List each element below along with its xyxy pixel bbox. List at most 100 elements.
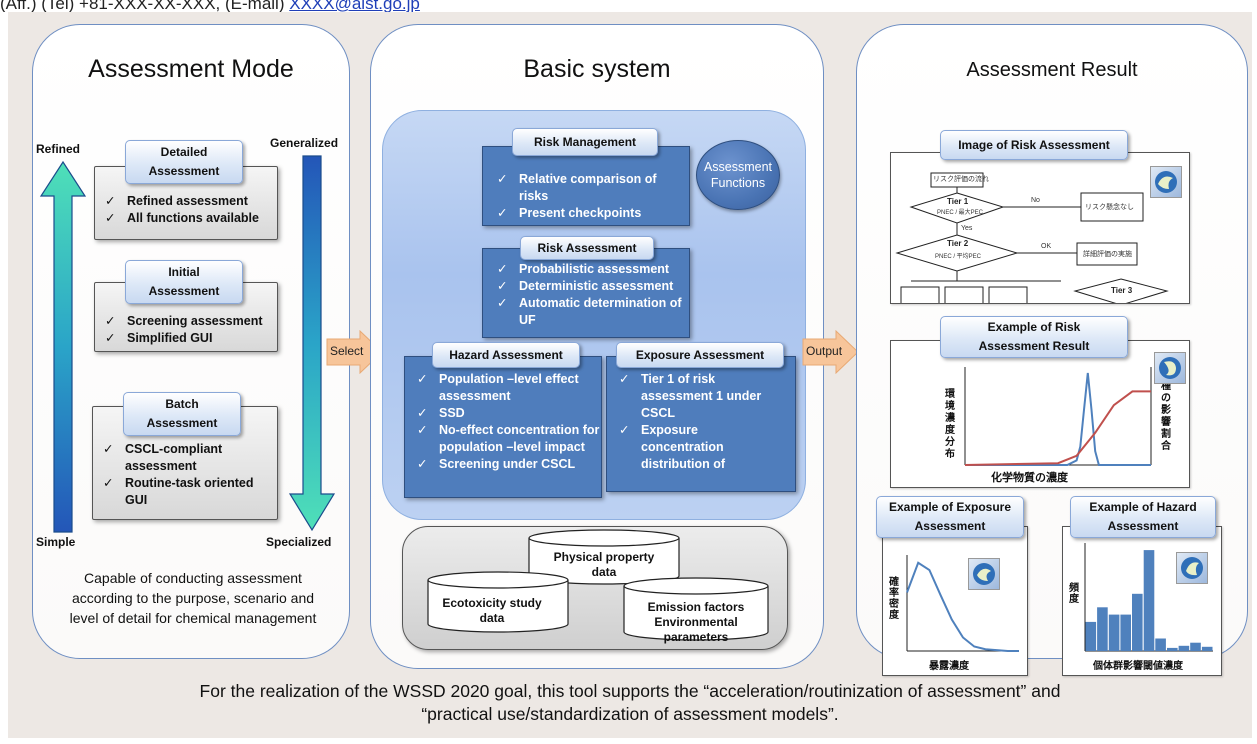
exposure-chart-series-line	[906, 561, 1019, 652]
hazard-chart-bar	[1201, 646, 1213, 651]
risk-assessment-header: Risk Assessment	[520, 236, 654, 260]
exposure-example-header: Example of Exposure Assessment	[876, 496, 1024, 538]
risk-assessment-box: Probabilistic assessment Deterministic a…	[482, 248, 690, 338]
exposure-chart	[906, 555, 1019, 652]
hazard-chart-bar	[1155, 638, 1166, 651]
exposure-chart-box: 暴露濃度 確率密度	[882, 526, 1028, 676]
hazard-chart-xlabel: 個体群影響閾値濃度	[1093, 661, 1183, 672]
risk-chart-series-line	[965, 372, 1151, 466]
image-of-risk-assessment-header: Image of Risk Assessment	[940, 130, 1128, 160]
detailed-assessment-items: Refined assessment All functions availab…	[105, 193, 259, 227]
top-contact-line: (Aff.) (Tel) +81-XXX-XX-XXX, (E-mail) XX…	[0, 0, 1257, 12]
risk-chart-series-line	[964, 390, 1151, 466]
panel-title: Basic system	[523, 55, 671, 83]
assessment-mode-caption: Capable of conducting assessment accordi…	[69, 570, 317, 626]
flow-tier1-sub: PNEC / 最大PEC	[937, 210, 984, 216]
output-arrow-label: Output	[806, 344, 843, 358]
check-item: All functions available	[105, 210, 259, 227]
hazard-chart-bar	[1108, 614, 1120, 651]
panel-title: Assessment Result	[966, 59, 1138, 81]
initial-assessment-items: Screening assessment Simplified GUI	[105, 313, 263, 347]
flow-tier2-sub: PNEC / 平均PEC	[935, 254, 982, 260]
hazard-chart-bar	[1132, 593, 1143, 651]
assessment-functions-label: Assessment Functions	[703, 160, 773, 190]
check-item: Automatic determination of UF	[497, 295, 687, 329]
hazard-example-header: Example of Hazard Assessment	[1070, 496, 1216, 538]
check-item: Present checkpoints	[497, 205, 687, 222]
refined-label: Refined	[36, 142, 81, 156]
risk-result-chart	[964, 367, 1152, 466]
hazard-assessment-box: Population –level effect assessment SSD …	[404, 356, 602, 498]
exposure-chart-xlabel: 暴露濃度	[929, 661, 969, 672]
tool-logo-icon	[1154, 352, 1186, 384]
bottom-caption-line1: For the realization of the WSSD 2020 goa…	[199, 681, 1061, 701]
refined-up-arrow	[39, 160, 87, 533]
hazard-chart-bar	[1178, 645, 1190, 651]
detailed-assessment-header: Detailed Assessment	[125, 140, 243, 184]
risk-assessment-items: Probabilistic assessment Deterministic a…	[497, 261, 687, 329]
risk-management-header: Risk Management	[512, 128, 658, 156]
hazard-chart-bar	[1167, 647, 1178, 651]
flow-ok-label: OK	[1041, 243, 1052, 250]
risk-assessment-flow-image: リスク評価の流れ Tier 1 PNEC / 最大PEC No リスク懸念なし …	[890, 152, 1190, 304]
hazard-chart	[1084, 543, 1213, 652]
generalized-label: Generalized	[270, 136, 339, 150]
flow-box-right: リスク懸念なし	[1085, 204, 1134, 211]
hazard-chart-bar	[1097, 607, 1108, 651]
check-item: Relative comparison of risks	[497, 171, 687, 205]
simple-label: Simple	[36, 535, 76, 549]
risk-management-box: Relative comparison of risks Present che…	[482, 146, 690, 226]
risk-flow-diagram	[895, 172, 1169, 303]
flow-box-mid: 詳細評価の実施	[1083, 251, 1132, 258]
check-item: Tier 1 of risk assessment 1 under CSCL	[619, 371, 769, 422]
check-item: Screening under CSCL	[417, 456, 601, 473]
physical-property-data: Physical property data	[553, 550, 655, 579]
flow-start-label: リスク評価の流れ	[933, 176, 989, 183]
check-item: Population –level effect assessment	[417, 371, 601, 405]
flow-tier3-label: Tier 3	[1111, 286, 1133, 295]
tool-logo-icon	[1150, 166, 1182, 198]
ecotoxicity-study-data: Ecotoxicity study data	[442, 596, 542, 625]
hazard-chart-bar	[1120, 614, 1131, 651]
exposure-assessment-box: Tier 1 of risk assessment 1 under CSCL E…	[606, 356, 796, 492]
select-arrow-label: Select	[330, 344, 364, 358]
check-item: CSCL-compliant assessment	[103, 441, 275, 475]
hazard-chart-bar	[1190, 642, 1201, 651]
hazard-chart-bar	[1085, 621, 1097, 651]
assessment-functions-badge: Assessment Functions	[696, 140, 780, 210]
database-cylinders	[427, 529, 769, 641]
risk-result-chart-box: 化学物質の濃度 環境濃度分布 種の影響割合	[890, 340, 1190, 488]
hazard-assessment-header: Hazard Assessment	[432, 342, 580, 368]
batch-assessment-items: CSCL-compliant assessment Routine-task o…	[103, 441, 275, 509]
flow-yes-label: Yes	[961, 225, 973, 232]
check-item: Deterministic assessment	[497, 278, 687, 295]
output-arrow-shape	[802, 330, 859, 374]
example-risk-result-header: Example of Risk Assessment Result	[940, 316, 1128, 358]
check-item: Exposure concentration distribution of	[619, 422, 769, 473]
bottom-caption-line2: “practical use/standardization of assess…	[421, 704, 839, 724]
check-item: Probabilistic assessment	[497, 261, 687, 278]
risk-chart-xlabel: 化学物質の濃度	[991, 472, 1068, 484]
check-item: Routine-task oriented GUI	[103, 475, 275, 509]
flow-tier2-label: Tier 2	[947, 239, 969, 248]
exposure-assessment-items: Tier 1 of risk assessment 1 under CSCL E…	[619, 371, 769, 473]
tool-logo-icon	[968, 558, 1000, 590]
panel-title: Assessment Mode	[88, 55, 294, 83]
exposure-chart-ylabel: 確率密度	[889, 577, 899, 621]
risk-chart-ylabel-left: 環境濃度分布	[945, 389, 955, 460]
flow-tier1-label: Tier 1	[947, 197, 969, 206]
tool-logo-icon	[1176, 552, 1208, 584]
contact-text: (Aff.) (Tel) +81-XXX-XX-XXX, (E-mail)	[0, 0, 285, 12]
hazard-assessment-items: Population –level effect assessment SSD …	[417, 371, 601, 473]
email-link[interactable]: XXXX@aist.go.jp	[289, 0, 420, 12]
flow-no-label: No	[1031, 197, 1040, 204]
check-item: Screening assessment	[105, 313, 263, 330]
emission-environmental-data: Emission factors Environmental parameter…	[647, 600, 745, 644]
check-item: SSD	[417, 405, 601, 422]
specialized-label: Specialized	[266, 535, 332, 549]
slide: Assessment Mode Refined Simple Generaliz…	[8, 12, 1252, 738]
risk-management-items: Relative comparison of risks Present che…	[497, 171, 687, 222]
hazard-chart-bar	[1143, 550, 1155, 651]
check-item: No-effect concentration for population –…	[417, 422, 601, 456]
hazard-chart-box: 個体群影響閾値濃度 頻度	[1062, 526, 1222, 676]
